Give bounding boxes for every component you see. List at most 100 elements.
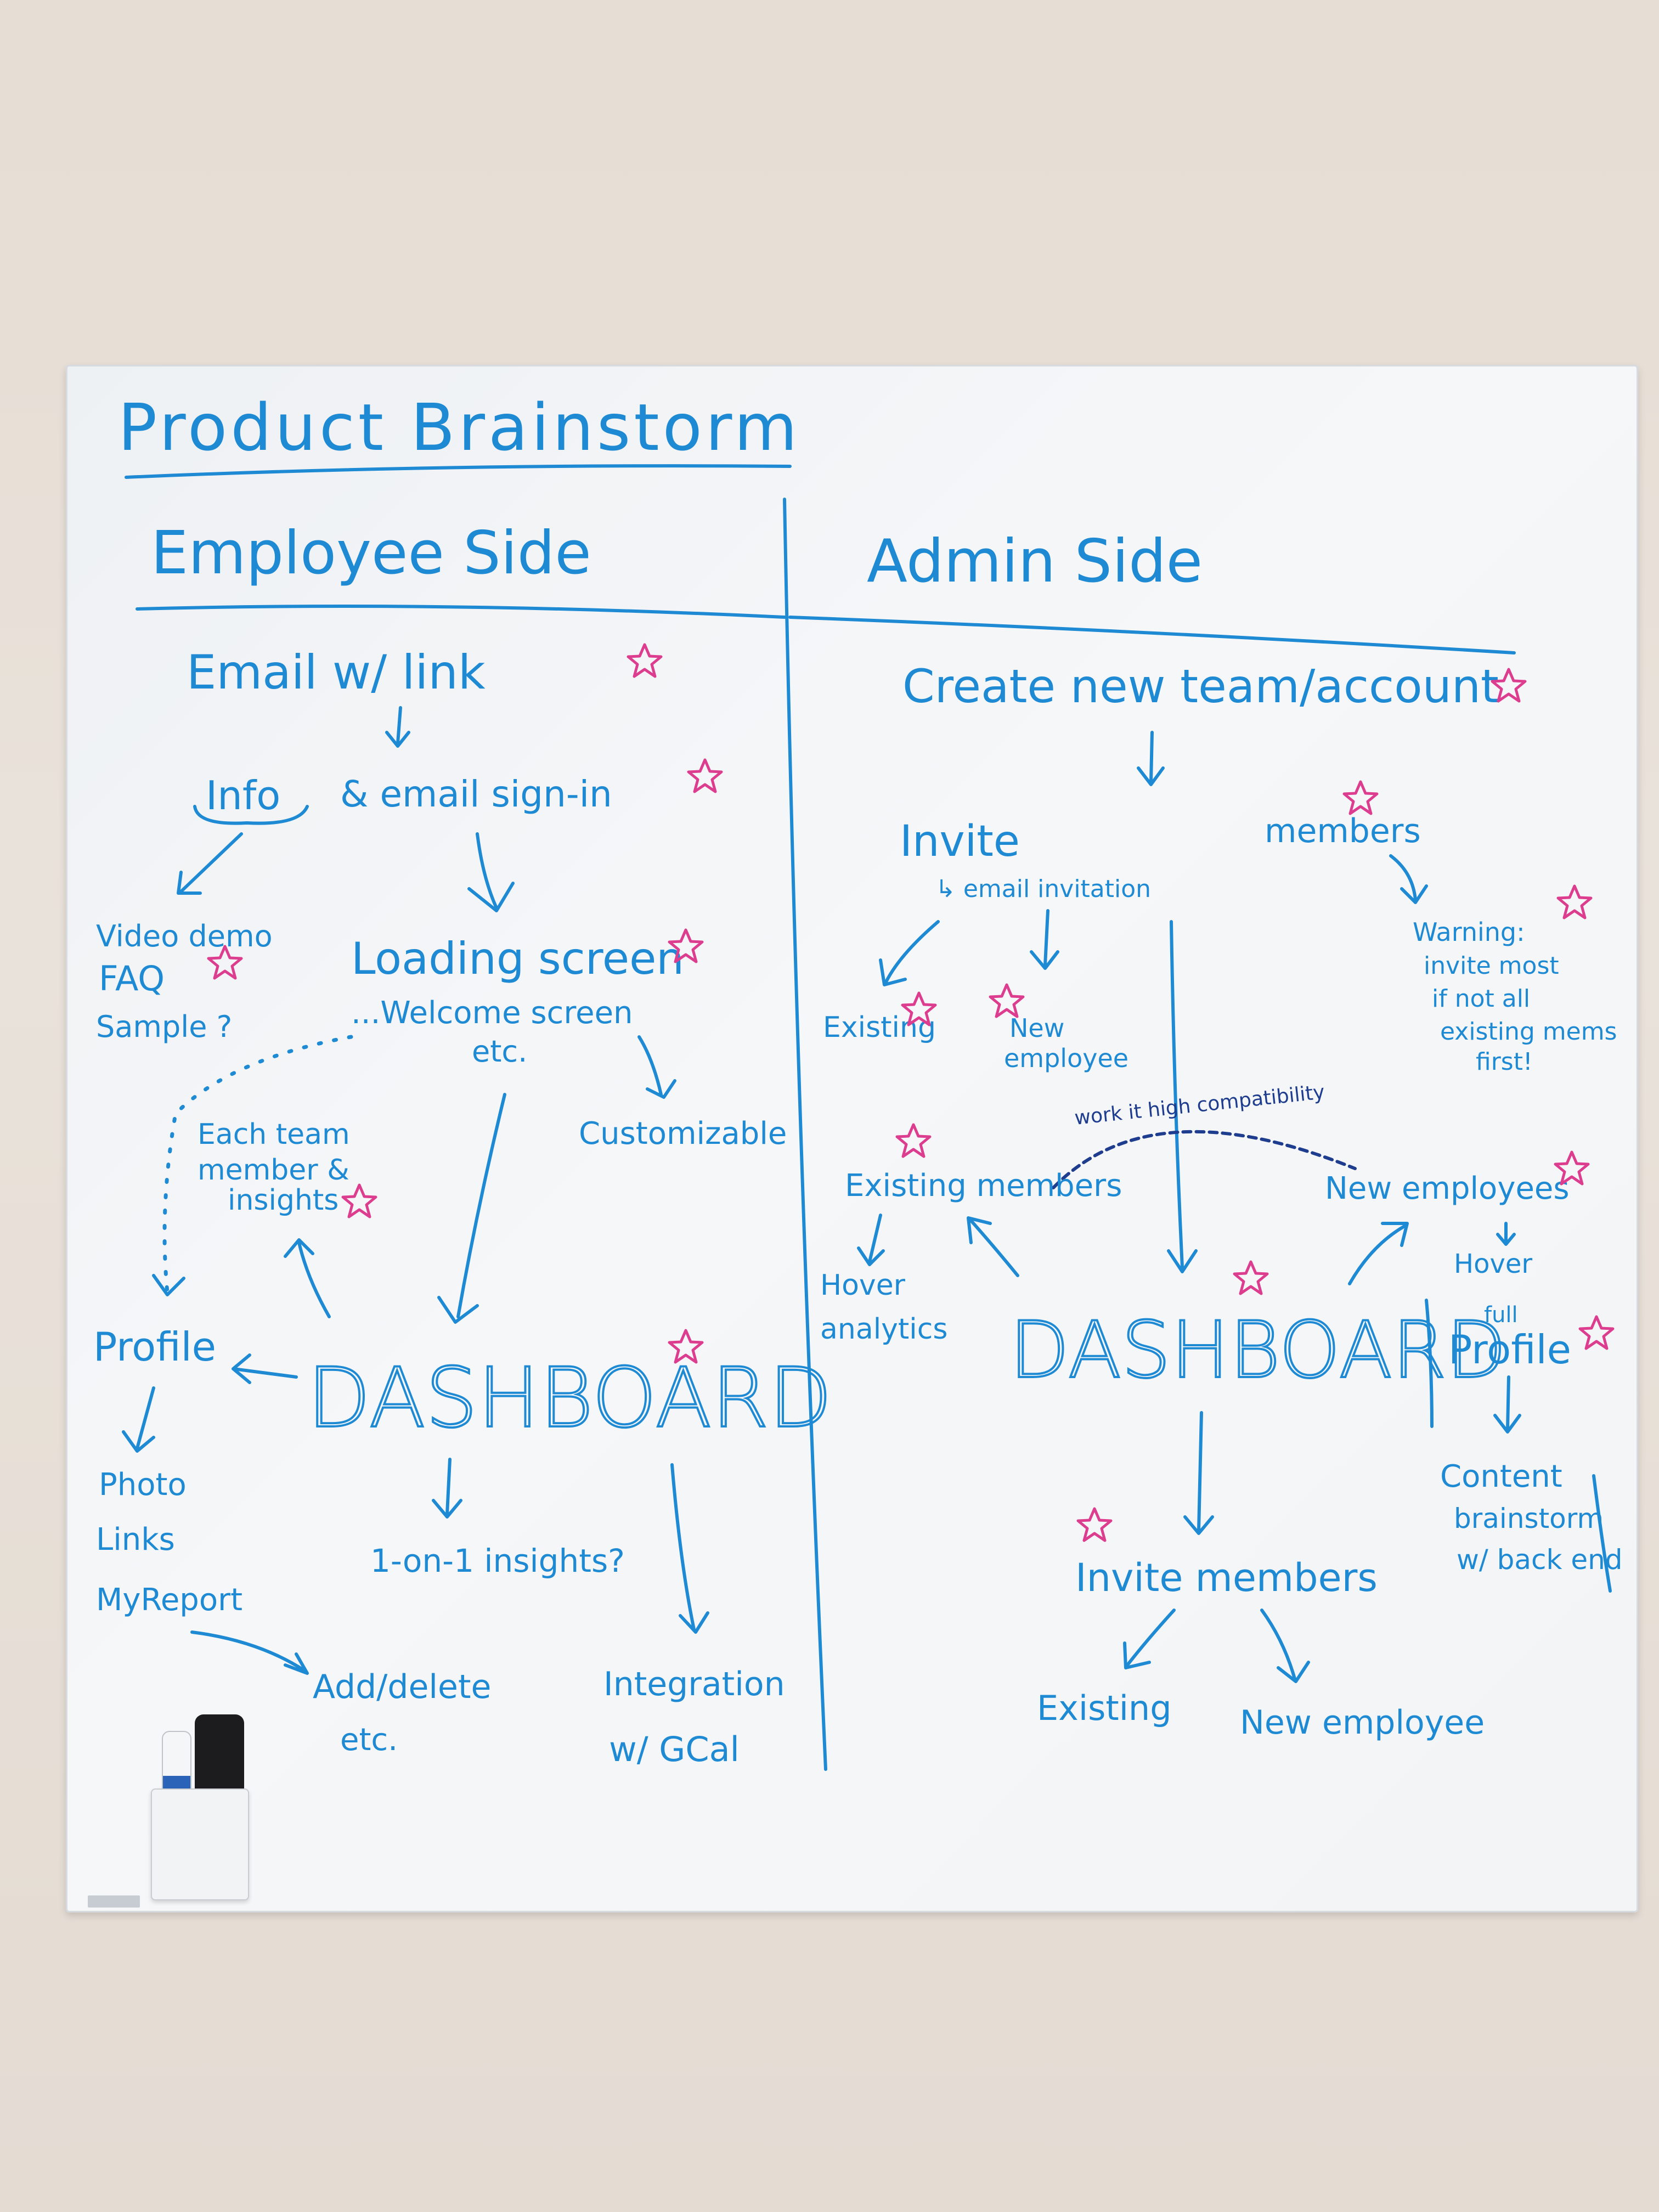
arrow-to-content <box>1493 1375 1521 1434</box>
arrow-down <box>385 706 410 748</box>
content-line-1: Content <box>1440 1459 1562 1494</box>
hover-full-line-2: full <box>1484 1302 1518 1328</box>
customizable-text: Customizable <box>579 1116 787 1152</box>
photo-text: Photo <box>99 1467 187 1503</box>
invite-members-text: Invite members <box>1075 1555 1378 1600</box>
left-heading-underline <box>136 605 786 619</box>
team-insights-line-2: member & <box>198 1154 349 1187</box>
center-divider <box>783 498 827 1771</box>
warning-line-1: Warning: <box>1413 917 1525 947</box>
arrow-down <box>1137 731 1165 786</box>
warning-line-5: first! <box>1476 1048 1533 1076</box>
arrow-to-warning <box>1389 854 1428 904</box>
marker-tray <box>151 1671 249 1900</box>
members-text: members <box>1265 812 1421 850</box>
whiteboard <box>66 365 1638 1912</box>
right-profile-text: Profile <box>1448 1327 1571 1373</box>
team-insights-line-1: Each team <box>198 1118 350 1151</box>
star-icon <box>1078 1509 1111 1541</box>
email-invitation-text: ↳ email invitation <box>935 875 1151 903</box>
arrow-from-welcome-to-dashboard <box>437 1093 506 1324</box>
new-employees-text: New employees <box>1325 1171 1570 1206</box>
tray-cup <box>151 1788 249 1900</box>
info-text: Info <box>206 772 280 819</box>
gcal-text: w/ GCal <box>609 1729 740 1769</box>
warning-line-3: if not all <box>1432 985 1530 1013</box>
arrow-to-hover-analytics <box>857 1214 885 1266</box>
star-icon <box>689 760 721 792</box>
one-on-one-text: 1-on-1 insights? <box>370 1542 625 1579</box>
myreport-text: MyReport <box>96 1582 242 1618</box>
welcome-screen-text: ...Welcome screen <box>351 995 633 1031</box>
arrow-to-invite-members <box>1183 1411 1214 1535</box>
arrow-invite-to-dashboard <box>1167 920 1198 1273</box>
arrow-down <box>1496 1222 1516 1246</box>
arrow-to-resources <box>177 832 243 895</box>
warning-line-4: existing mems <box>1440 1018 1617 1046</box>
profile-separator <box>1425 1299 1434 1428</box>
hover-analytics-line-2: analytics <box>820 1313 947 1346</box>
arrow-to-new-employees <box>1348 1222 1409 1285</box>
compatibility-text: work it high compatibility <box>1074 1081 1326 1130</box>
star-icon <box>1344 782 1377 814</box>
arrow-to-profile <box>232 1353 298 1384</box>
arrow-to-profile-items <box>122 1386 155 1453</box>
arrow-up-to-insights <box>284 1238 331 1318</box>
arrow-to-integration <box>670 1463 709 1634</box>
links-text: Links <box>96 1522 175 1558</box>
add-delete-text: Add/delete <box>313 1668 491 1706</box>
content-line-3: w/ back end <box>1457 1544 1623 1576</box>
content-line-2: brainstorm <box>1454 1503 1604 1534</box>
arrow-head <box>152 1274 185 1296</box>
email-signin-text: & email sign-in <box>340 773 612 815</box>
existing-text: Existing <box>823 1011 936 1044</box>
create-team-text: Create new team/account <box>902 659 1499 713</box>
admin-side-heading: Admin Side <box>867 527 1203 596</box>
warning-line-2: invite most <box>1424 952 1559 980</box>
content-bracket <box>1592 1474 1612 1593</box>
star-icon <box>1234 1262 1267 1294</box>
arrow-to-new-employee2 <box>1260 1609 1310 1683</box>
email-with-link-text: Email w/ link <box>187 645 486 700</box>
star-icon <box>1580 1317 1613 1348</box>
left-dashboard-text: DASHBOARD <box>307 1351 832 1446</box>
employee-side-heading: Employee Side <box>151 519 591 588</box>
existing-members-text: Existing members <box>845 1168 1122 1204</box>
faq-text: FAQ <box>99 958 165 998</box>
star-icon <box>990 985 1023 1017</box>
star-icon <box>1558 886 1591 918</box>
star-icon <box>628 645 661 676</box>
arrow-to-existing <box>879 920 940 986</box>
existing2-text: Existing <box>1037 1688 1172 1728</box>
star-icon <box>897 1125 930 1156</box>
new-employee2-text: New employee <box>1240 1703 1485 1742</box>
arrow-to-loading <box>467 832 515 912</box>
arrow-to-existing2 <box>1123 1609 1176 1669</box>
etc-text: etc. <box>472 1034 527 1069</box>
new-employee-line-1: New <box>1009 1013 1064 1043</box>
board-title: Product Brainstorm <box>118 390 800 465</box>
arrow-to-new-employee <box>1030 909 1059 970</box>
hover-full-line-1: Hover <box>1454 1249 1532 1279</box>
info-bracket <box>193 805 309 825</box>
sample-text: Sample ? <box>96 1009 232 1044</box>
right-dashboard-text: DASHBOARD <box>1009 1305 1506 1396</box>
arrow-to-add-delete <box>190 1630 309 1675</box>
board-logo-tag <box>88 1895 140 1908</box>
add-delete-etc-text: etc. <box>340 1722 398 1758</box>
new-employee-line-2: employee <box>1004 1043 1128 1073</box>
arrow-to-one-on-one <box>432 1458 462 1519</box>
integration-text: Integration <box>603 1665 785 1703</box>
star-icon <box>343 1185 376 1217</box>
team-insights-line-3: insights <box>228 1184 338 1217</box>
right-heading-underline <box>788 616 1516 654</box>
arrow-to-customizable <box>637 1035 676 1099</box>
loading-screen-text: Loading screen <box>351 933 684 984</box>
invite-text: Invite <box>900 817 1020 866</box>
title-underline <box>125 464 792 479</box>
hover-analytics-line-1: Hover <box>820 1269 906 1302</box>
arrow-to-existing-members <box>967 1216 1019 1277</box>
video-demo-text: Video demo <box>96 919 273 953</box>
profile-text: Profile <box>93 1324 216 1370</box>
